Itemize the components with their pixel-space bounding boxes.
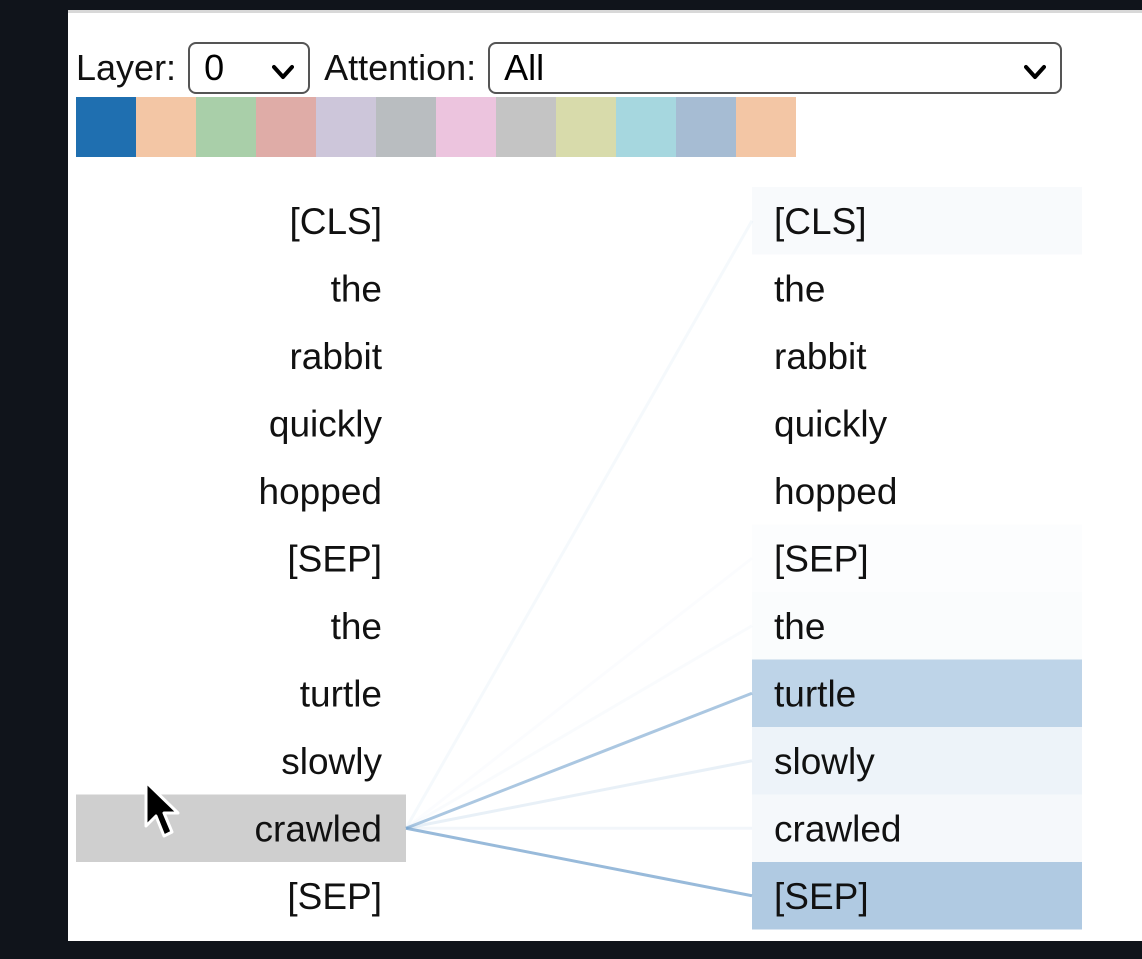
attention-visualization-panel: Layer: 0 Attention: All [CLS] the rabbit qu…	[68, 10, 1142, 941]
right-token[interactable]: hopped	[774, 471, 897, 512]
left-token[interactable]: [SEP]	[287, 876, 382, 917]
left-token[interactable]: slowly	[281, 741, 382, 782]
head-swatch-2[interactable]	[196, 97, 256, 157]
left-token[interactable]: [SEP]	[287, 538, 382, 579]
attention-line	[405, 691, 753, 830]
attention-line	[406, 626, 752, 829]
head-swatch-7[interactable]	[496, 97, 556, 157]
controls-bar: Layer: 0 Attention: All	[76, 41, 1063, 95]
head-swatch-4[interactable]	[316, 97, 376, 157]
left-token[interactable]: the	[331, 606, 382, 647]
left-token[interactable]: crawled	[255, 808, 383, 849]
left-token[interactable]: quickly	[269, 403, 383, 444]
head-swatch-9[interactable]	[616, 97, 676, 157]
attention-select-value: All	[504, 47, 545, 88]
attention-line	[405, 826, 753, 898]
attention-graph: [CLS] the rabbit quickly hopped [SEP] the turtl…	[76, 187, 1082, 930]
left-token[interactable]: rabbit	[289, 336, 382, 377]
attention-line	[404, 220, 754, 829]
left-token[interactable]: the	[331, 268, 382, 309]
head-swatch-11[interactable]	[736, 97, 796, 157]
right-token[interactable]: [SEP]	[774, 538, 869, 579]
left-token[interactable]: [CLS]	[289, 201, 382, 242]
attention-line	[406, 558, 752, 828]
right-token[interactable]: turtle	[774, 673, 856, 714]
head-swatch-3[interactable]	[256, 97, 316, 157]
right-token-highlight	[752, 794, 1082, 862]
right-token[interactable]: [SEP]	[774, 876, 869, 917]
left-token[interactable]: turtle	[300, 673, 382, 714]
right-token[interactable]: [CLS]	[774, 201, 867, 242]
left-token[interactable]: hopped	[259, 471, 382, 512]
head-swatch-6[interactable]	[436, 97, 496, 157]
right-token[interactable]: crawled	[774, 808, 902, 849]
chevron-down-icon	[272, 65, 295, 79]
right-token-highlight	[752, 659, 1082, 727]
selected-token-highlight	[76, 794, 406, 862]
chevron-down-icon	[1024, 65, 1047, 79]
right-token-highlight	[752, 727, 1082, 795]
head-swatch-8[interactable]	[556, 97, 616, 157]
attention-line	[405, 759, 753, 830]
layer-select-value: 0	[204, 47, 225, 88]
right-token[interactable]: the	[774, 268, 825, 309]
head-color-swatches	[76, 97, 796, 157]
head-swatch-10[interactable]	[676, 97, 736, 157]
head-swatch-0[interactable]	[76, 97, 136, 157]
right-token[interactable]: slowly	[774, 741, 875, 782]
layer-select[interactable]: 0	[188, 42, 311, 94]
right-token[interactable]: rabbit	[774, 336, 867, 377]
head-swatch-5[interactable]	[376, 97, 436, 157]
right-token-highlight	[752, 187, 1082, 255]
layer-label: Layer:	[76, 47, 177, 88]
mouse-cursor-icon	[144, 780, 180, 838]
right-token-highlight	[752, 862, 1082, 930]
right-token[interactable]: the	[774, 606, 825, 647]
attention-select[interactable]: All	[488, 42, 1063, 94]
attention-label: Attention:	[324, 47, 477, 88]
right-token[interactable]: quickly	[774, 403, 888, 444]
head-swatch-1[interactable]	[136, 97, 196, 157]
